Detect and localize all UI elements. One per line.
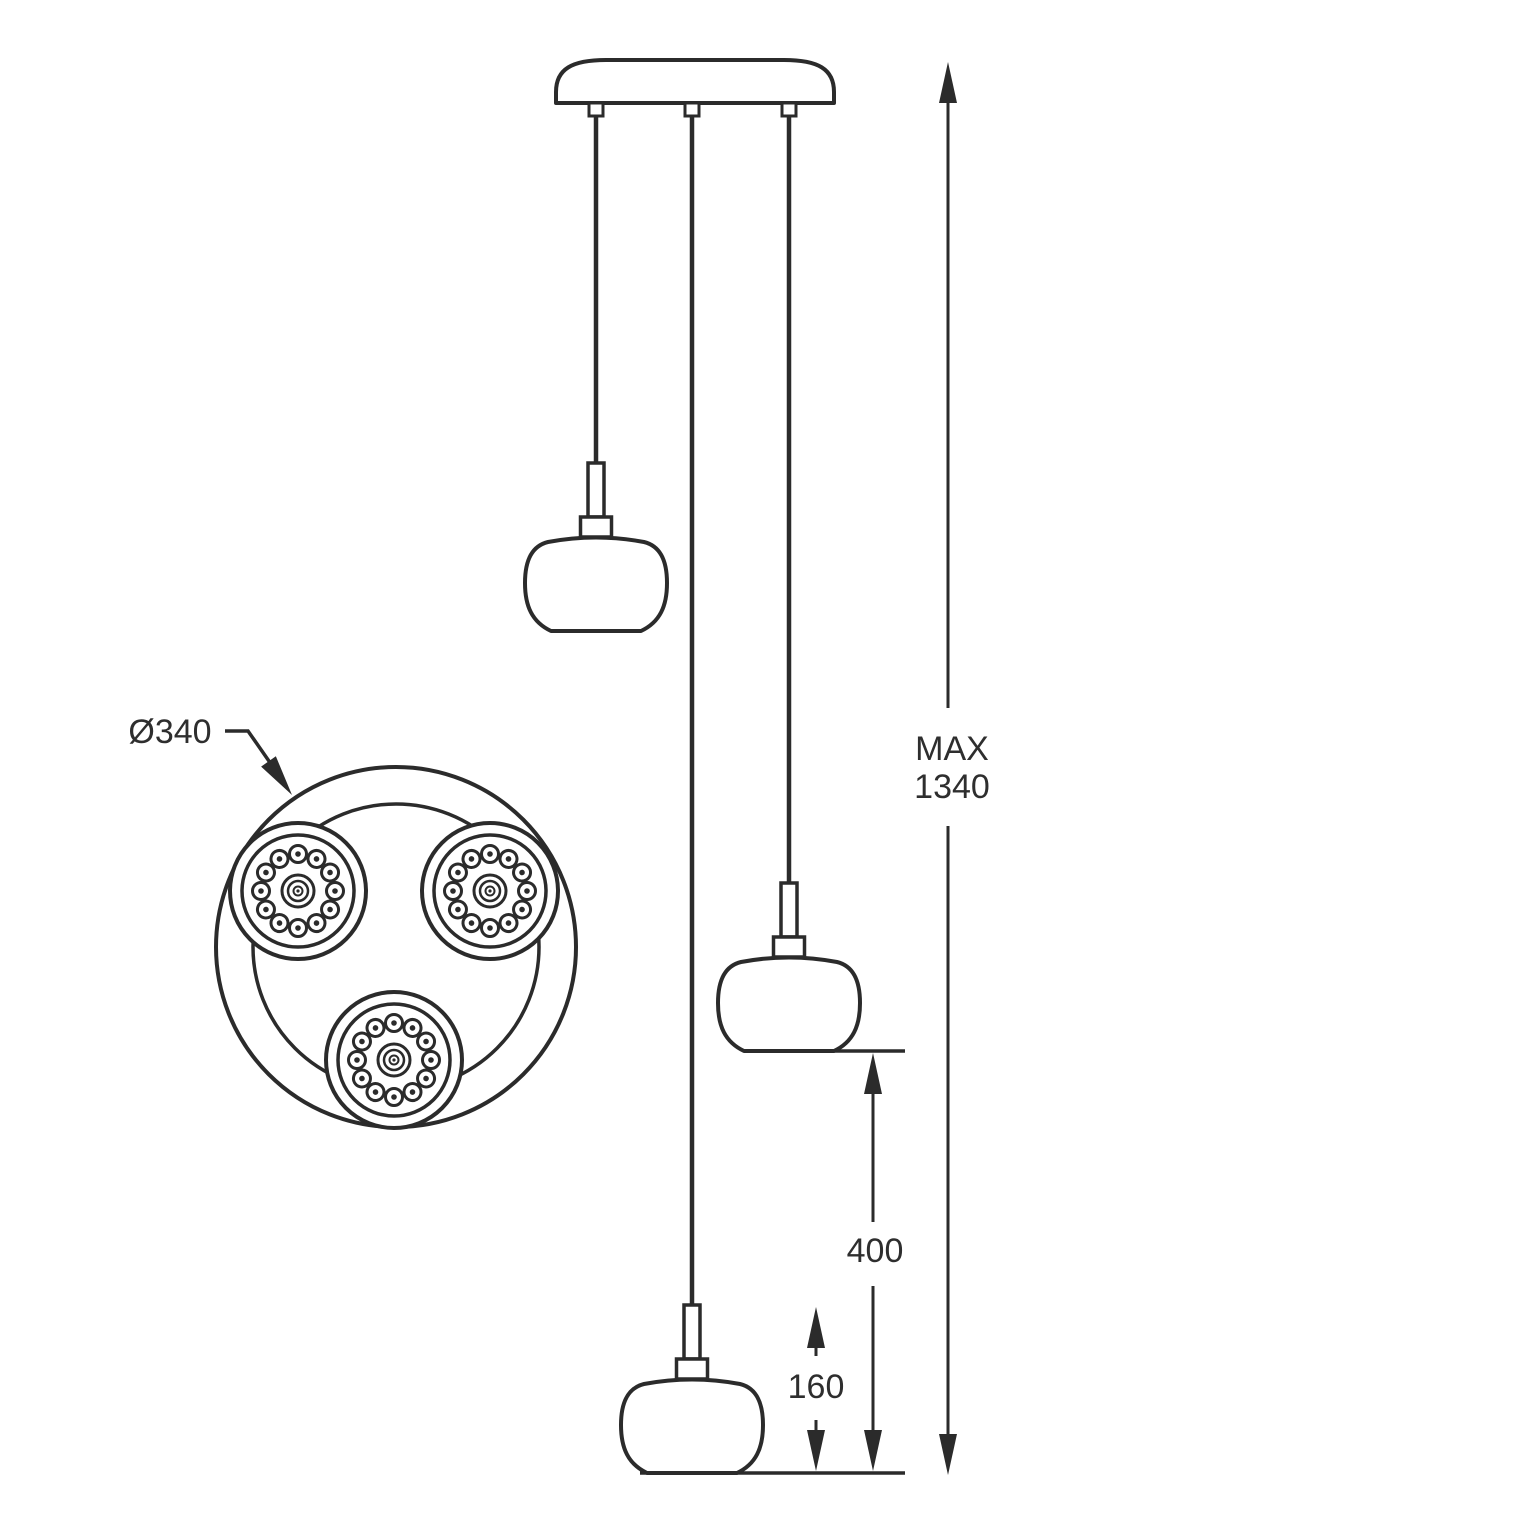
top-view-lamp-left (230, 823, 366, 959)
dimension-lamp-height: 160 (788, 1307, 845, 1471)
cord-grip-left (587, 101, 605, 118)
diameter-label: Ø340 (128, 713, 211, 751)
cord-grip-right (780, 101, 798, 118)
dimension-max-height: MAX 1340 (914, 62, 990, 1475)
max-arrow-up-icon (939, 62, 957, 103)
ceiling-canopy (554, 58, 836, 118)
top-view-lamp-bottom (326, 992, 462, 1128)
diameter-callout: Ø340 (128, 713, 300, 801)
suspension-cords (593, 116, 792, 1306)
max-arrow-down-icon (939, 1434, 957, 1475)
diameter-leader-arrow-icon (261, 756, 300, 801)
lamp-height-value: 160 (788, 1368, 845, 1406)
max-height-value: 1340 (914, 768, 990, 806)
pendant-lamp-medium (716, 881, 862, 1053)
pendant-lamp-long (619, 1303, 765, 1475)
pendant-lamp-short (523, 461, 669, 633)
spacing-arrow-down-icon (864, 1430, 882, 1471)
top-view-lamp-right (422, 823, 558, 959)
drop-spacing-value: 400 (847, 1232, 904, 1270)
lamp-height-arrow-up-icon (807, 1307, 825, 1348)
cord-grip-middle (683, 101, 701, 118)
max-height-word: MAX (915, 730, 989, 768)
spacing-arrow-up-icon (864, 1053, 882, 1094)
top-view (214, 765, 578, 1128)
lamp-height-arrow-down-icon (807, 1430, 825, 1471)
diameter-leader-line (225, 729, 273, 766)
dimension-drop-spacing: 400 (847, 1053, 904, 1471)
